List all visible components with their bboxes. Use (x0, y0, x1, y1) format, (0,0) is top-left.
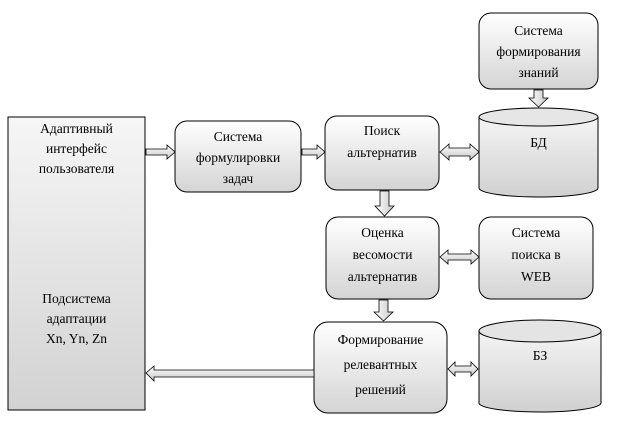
label-line: пользователя (38, 161, 115, 176)
label-line: Поиск (363, 123, 401, 138)
task-formulation-label: Система формулировки задач (175, 126, 301, 189)
label-line: Система (511, 225, 561, 240)
web-search-box (478, 216, 594, 300)
database-label: БД (530, 135, 547, 150)
label-line: релевантных (343, 357, 418, 372)
label-line: формирования (496, 44, 581, 59)
alternative-search-box (324, 115, 440, 191)
relevant-solutions-box (313, 321, 448, 414)
label-line: знаний (518, 65, 559, 80)
knowledge-base-label: БЗ (532, 348, 548, 363)
arrow-solutions-knowledge-base (447, 361, 479, 377)
label-line: весомости (352, 247, 413, 262)
arrow-solutions-to-interface (145, 365, 315, 382)
knowledge-formation-label: Система формирования знаний (479, 20, 598, 83)
arrow-search-database (439, 143, 480, 161)
alternative-weighting-box (325, 216, 440, 300)
database-cylinder (478, 107, 599, 198)
label-line: задач (222, 171, 254, 186)
adaptation-subsystem-label: Подсистема адаптации Xn, Yn, Zn (8, 289, 145, 349)
label-line: формулировки (195, 150, 281, 165)
label-line: Оценка (361, 225, 404, 240)
label-line: Формирование (337, 332, 424, 347)
label-line: поиска в (511, 247, 561, 262)
label-line: Система (514, 23, 563, 38)
label-line: Система (213, 129, 263, 144)
label-line: интерфейс (45, 141, 108, 156)
label-line: решений (355, 382, 406, 397)
arrow-interface-to-task (145, 144, 176, 160)
knowledge-formation-box (478, 12, 599, 90)
label-line: адаптации (46, 311, 107, 326)
knowledge-base-cylinder (478, 319, 602, 413)
adaptive-interface-box (7, 116, 146, 411)
label-line: альтернатив (347, 145, 417, 160)
arrow-task-to-search (301, 144, 326, 160)
arrow-search-to-weighting (374, 190, 395, 217)
task-formulation-box (174, 120, 302, 193)
label-line: Адаптивный (40, 121, 113, 136)
adaptive-interface-title: Адаптивный интерфейс пользователя (8, 119, 145, 179)
alternative-weighting-label: Оценка весомости альтернатив (326, 222, 439, 288)
relevant-solutions-label: Формирование релевантных решений (314, 327, 447, 402)
arrow-weighting-web (439, 249, 480, 265)
label-line: Подсистема (42, 291, 111, 306)
arrow-knowledge-to-database (527, 89, 550, 108)
alternative-search-label: Поиск альтернатив (325, 120, 439, 164)
label-line: альтернатив (347, 269, 418, 284)
web-search-label: Система поиска в WEB (479, 222, 593, 288)
label-line: Xn, Yn, Zn (46, 331, 107, 346)
label-line: WEB (521, 269, 551, 284)
arrow-weighting-to-solutions (372, 299, 395, 322)
